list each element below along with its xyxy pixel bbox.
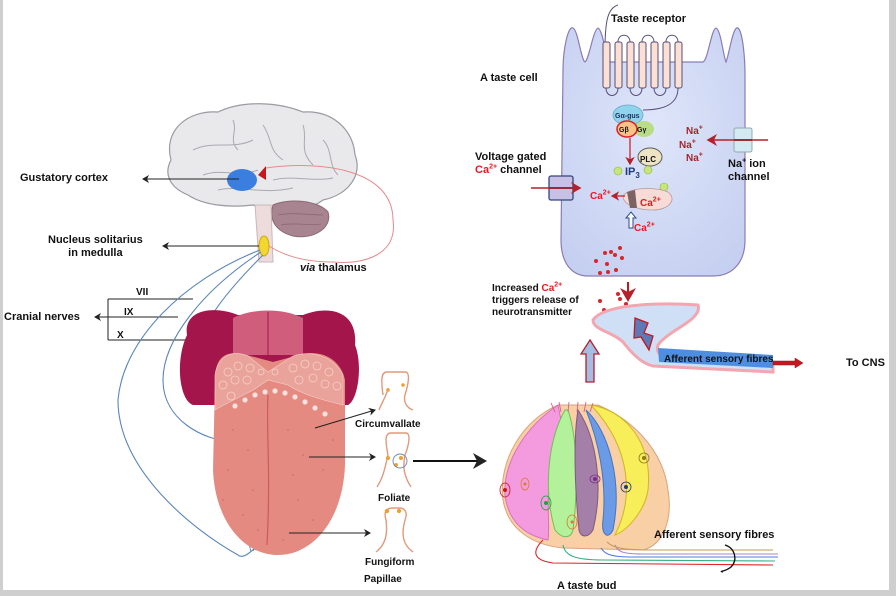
label-taste-cell: A taste cell [480, 72, 538, 84]
label-ca-cytosol: Ca2+ [590, 190, 611, 203]
label-papillae: Papillae [364, 574, 402, 585]
label-gustatory-cortex: Gustatory cortex [20, 172, 109, 184]
taste-cell [531, 4, 768, 312]
taste-receptor [602, 4, 683, 111]
papilla-fungiform [375, 507, 414, 553]
papilla-circumvallate [378, 371, 414, 411]
label-ca-sup: 2+ [646, 221, 655, 229]
label-ca-sup: 2+ [652, 196, 661, 204]
thalamic-input-marker [258, 166, 266, 180]
label-vgcc: Voltage gated Ca2+ channel [475, 151, 546, 177]
label-na-channel: Na+ ion channel [728, 157, 770, 184]
label-na-text: Na [686, 153, 699, 164]
label-na-channel-na: Na [728, 158, 743, 170]
gustatory-cortex-region [227, 169, 257, 191]
label-thalamus: thalamus [318, 262, 367, 274]
label-increased-ca: Ca [541, 283, 555, 294]
label-na-2: Na+ [679, 139, 696, 152]
label-vgcc-ca-sup: 2+ [489, 163, 498, 171]
g-gamma [634, 121, 654, 137]
signal-up-arrow [579, 338, 601, 383]
label-nucleus-solitarius: Nucleus solitarius in medulla [48, 234, 143, 260]
thalamus-pathway-line [265, 165, 394, 263]
label-g-beta: Gβ [619, 127, 629, 134]
nucleus-solitarius [258, 235, 270, 257]
label-nerve-x: X [117, 330, 124, 341]
g-beta [616, 120, 638, 138]
label-na-channel-line1: ion [749, 158, 766, 170]
voltage-gated-calcium-channel [531, 175, 582, 201]
tongue [179, 310, 359, 555]
label-nerve-ix: IX [124, 307, 134, 318]
label-na-channel-line2: channel [728, 171, 770, 183]
label-na-sup: + [698, 151, 703, 159]
label-increased-ca-sup: 2+ [554, 281, 563, 289]
label-circumvallate: Circumvallate [355, 419, 421, 430]
lightning-bolt-icon [633, 317, 654, 352]
label-cranial-nerves: Cranial nerves [4, 311, 80, 323]
label-taste-bud: A taste bud [557, 580, 617, 592]
label-nucleus-line1: Nucleus solitarius [48, 234, 143, 246]
label-na-3: Na+ [686, 152, 703, 165]
taste-pathway-illustration [94, 4, 804, 573]
label-vgcc-channel: channel [500, 164, 542, 176]
label-ca-text: Ca [590, 191, 603, 202]
label-via-thalamus: via thalamus [300, 262, 367, 275]
label-plc: PLC [640, 155, 656, 164]
label-nerve-vii: VII [136, 287, 149, 298]
taste-bud [499, 401, 778, 573]
label-na-channel-sup: + [742, 157, 747, 165]
label-fungiform: Fungiform [365, 557, 415, 568]
label-increased: Increased [492, 283, 539, 294]
brain [167, 103, 394, 263]
label-ca-text: Ca [634, 223, 647, 234]
label-vgcc-ca: Ca [475, 164, 490, 176]
label-neurotransmitter-release: Increased Ca2+ triggers release of neuro… [492, 281, 579, 319]
papilla-foliate [376, 432, 412, 488]
label-ca-er: Ca2+ [640, 197, 661, 210]
label-taste-receptor: Taste receptor [611, 13, 686, 25]
label-na-1: Na+ [686, 125, 703, 138]
sodium-ion-channel [706, 127, 768, 153]
label-via: via [300, 262, 316, 274]
label-ca-text: Ca [640, 198, 653, 209]
label-ca-influx: Ca2+ [634, 222, 655, 235]
label-vgcc-line1: Voltage gated [475, 151, 547, 163]
neurotransmitter-vesicles [594, 246, 628, 312]
label-ca-sup: 2+ [602, 189, 611, 197]
to-cns-arrow [772, 357, 804, 369]
label-nucleus-line2: in medulla [68, 247, 123, 259]
plc-enzyme [637, 147, 663, 167]
label-foliate: Foliate [378, 493, 411, 504]
label-na-sup: + [691, 138, 696, 146]
label-afferent-fibres-synapse: Afferent sensory fibres [664, 354, 774, 365]
afferent-nerve-ending [591, 302, 804, 374]
label-triggers: triggers release of [492, 295, 579, 306]
label-g-alpha: Gα-gus [615, 113, 640, 120]
label-ip3-text: IP [625, 166, 636, 178]
label-g-gamma: Gγ [637, 127, 647, 134]
label-neurotransmitter: neurotransmitter [492, 307, 573, 318]
label-na-text: Na [679, 140, 692, 151]
label-ip3-sub: 3 [635, 171, 640, 181]
label-na-sup: + [698, 124, 703, 132]
label-na-text: Na [686, 126, 699, 137]
label-ip3: IP3 [625, 166, 640, 181]
label-afferent-fibres-bud: Afferent sensory fibres [654, 529, 775, 541]
figure-canvas: Gustatory cortex Nucleus solitarius in m… [3, 0, 889, 592]
label-to-cns: To CNS [846, 357, 885, 369]
